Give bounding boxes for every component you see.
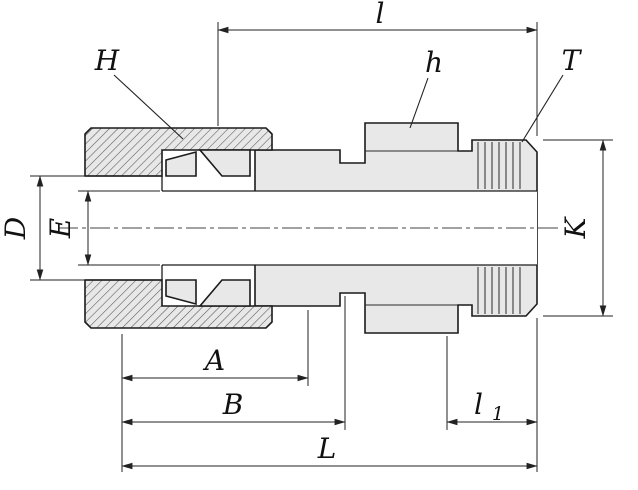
dim-label-L: L bbox=[317, 432, 337, 465]
dimensions-group: l H h T D E K A B bbox=[0, 0, 613, 472]
dim-label-l1: l 1 bbox=[474, 388, 504, 425]
dim-label-h: h bbox=[425, 46, 443, 79]
front-ferrule-top bbox=[198, 149, 251, 177]
leader-T bbox=[521, 74, 564, 143]
dim-label-E: E bbox=[44, 218, 77, 239]
dim-label-K: K bbox=[559, 215, 592, 239]
dim-label-B: B bbox=[222, 388, 244, 421]
dim-label-D: D bbox=[0, 217, 32, 240]
thread-lines bbox=[477, 142, 521, 314]
dim-label-H: H bbox=[94, 44, 120, 77]
dim-label-A: A bbox=[202, 344, 225, 377]
front-ferrule-bottom bbox=[198, 279, 251, 307]
leader-H bbox=[113, 74, 184, 140]
dim-label-l1-main: l bbox=[474, 388, 483, 421]
dim-label-l1-sub: 1 bbox=[492, 403, 504, 425]
fitting-body-group bbox=[58, 122, 562, 334]
leader-h bbox=[409, 77, 429, 129]
back-ferrule-bottom bbox=[165, 279, 197, 306]
dim-label-T: T bbox=[562, 44, 583, 77]
dim-label-l: l bbox=[376, 0, 385, 30]
back-ferrule-top bbox=[165, 150, 197, 177]
